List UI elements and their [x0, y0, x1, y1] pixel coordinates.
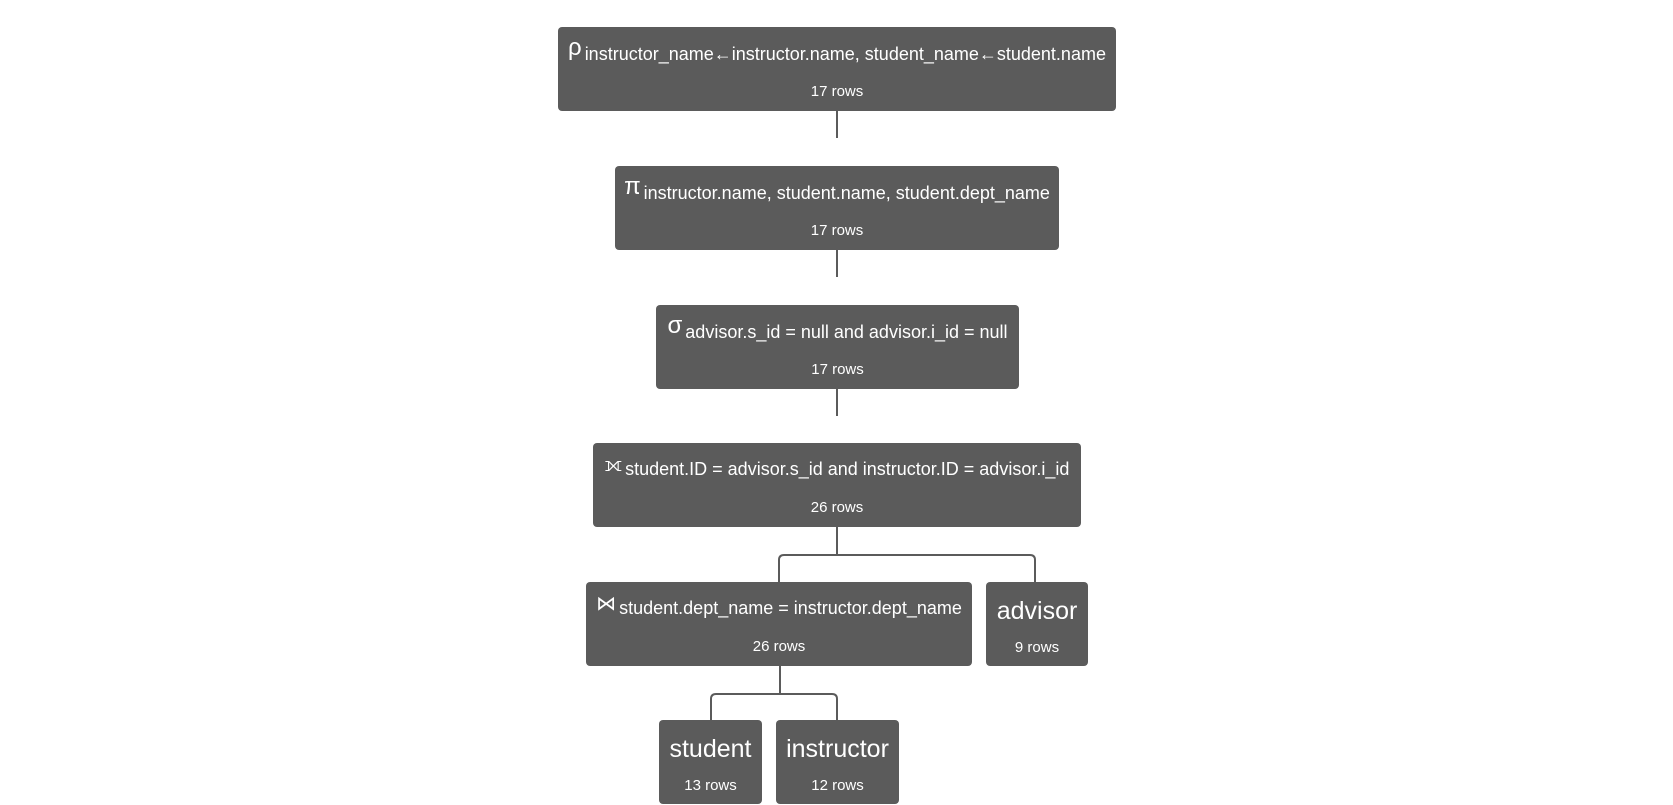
instructor-table-name: instructor	[786, 735, 889, 763]
student-row-count: 13 rows	[684, 777, 737, 794]
outer-join-row-count: 26 rows	[810, 499, 864, 516]
outer-join-title: ⟗student.ID = advisor.s_id and instructo…	[593, 454, 1081, 480]
join-node[interactable]: ⋈student.dept_name = instructor.dept_nam…	[586, 582, 972, 666]
rename-row-count: 17 rows	[810, 83, 864, 100]
join-title: ⋈student.dept_name = instructor.dept_nam…	[586, 593, 972, 619]
edge-join-student	[710, 666, 781, 720]
student-table-name: student	[669, 735, 752, 763]
join-row-count: 26 rows	[752, 638, 806, 655]
edge-outerjoin-advisor	[837, 554, 1036, 582]
student-table-node[interactable]: student 13 rows	[659, 720, 762, 804]
edge-outerjoin-join	[778, 527, 838, 582]
join-label: student.dept_name = instructor.dept_name	[619, 598, 962, 618]
edge-join-instructor	[780, 693, 838, 720]
outer-join-label: student.ID = advisor.s_id and instructor…	[625, 459, 1070, 479]
instructor-table-node[interactable]: instructor 12 rows	[776, 720, 899, 804]
join-symbol: ⋈	[596, 593, 617, 615]
rename-label: instructor_name←instructor.name, student…	[584, 44, 1106, 64]
rho-symbol: ρ	[568, 34, 582, 61]
projection-label: instructor.name, student.name, student.d…	[643, 183, 1050, 203]
advisor-table-name: advisor	[996, 597, 1078, 625]
outer-join-node[interactable]: ⟗student.ID = advisor.s_id and instructo…	[593, 443, 1081, 527]
outer-join-symbol: ⟗	[604, 454, 623, 476]
projection-row-count: 17 rows	[810, 222, 864, 239]
advisor-row-count: 9 rows	[1014, 639, 1060, 656]
selection-label: advisor.s_id = null and advisor.i_id = n…	[685, 322, 1008, 342]
advisor-table-node[interactable]: advisor 9 rows	[986, 582, 1088, 666]
instructor-row-count: 12 rows	[811, 777, 864, 794]
sigma-symbol: σ	[667, 312, 683, 339]
selection-row-count: 17 rows	[811, 361, 864, 378]
pi-symbol: π	[624, 173, 641, 200]
